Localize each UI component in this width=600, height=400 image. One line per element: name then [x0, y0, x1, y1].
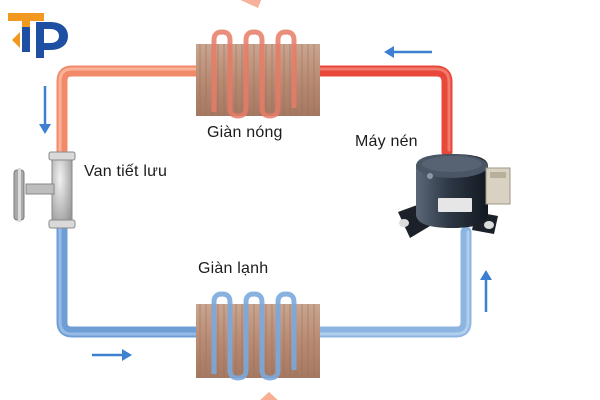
expansion-valve-label: Van tiết lưu [84, 163, 168, 180]
heat-in-arrow [260, 392, 278, 400]
brand-logo [8, 13, 68, 58]
pipe-cold-gas-right [312, 226, 472, 338]
pipe-cold-liquid-left [56, 222, 206, 338]
hot-coil-label: Giàn nóng [207, 124, 283, 141]
compressor-label: Máy nén [355, 133, 418, 150]
pipe-hot-gas [312, 65, 453, 158]
arrow-left-icon [384, 46, 432, 58]
pipe-condensed-liquid [56, 65, 206, 158]
arrow-down-icon [39, 86, 51, 134]
cold-coil [196, 291, 320, 381]
arrow-right-icon [92, 349, 132, 361]
heat-out-arrow [240, 0, 262, 8]
hot-coil [196, 29, 320, 119]
pipe-loop [56, 65, 472, 338]
cold-coil-label: Giàn lạnh [198, 260, 269, 277]
arrow-up-icon [480, 270, 492, 312]
compressor [398, 154, 511, 238]
flow-arrows [39, 46, 492, 361]
expansion-valve [13, 151, 76, 229]
